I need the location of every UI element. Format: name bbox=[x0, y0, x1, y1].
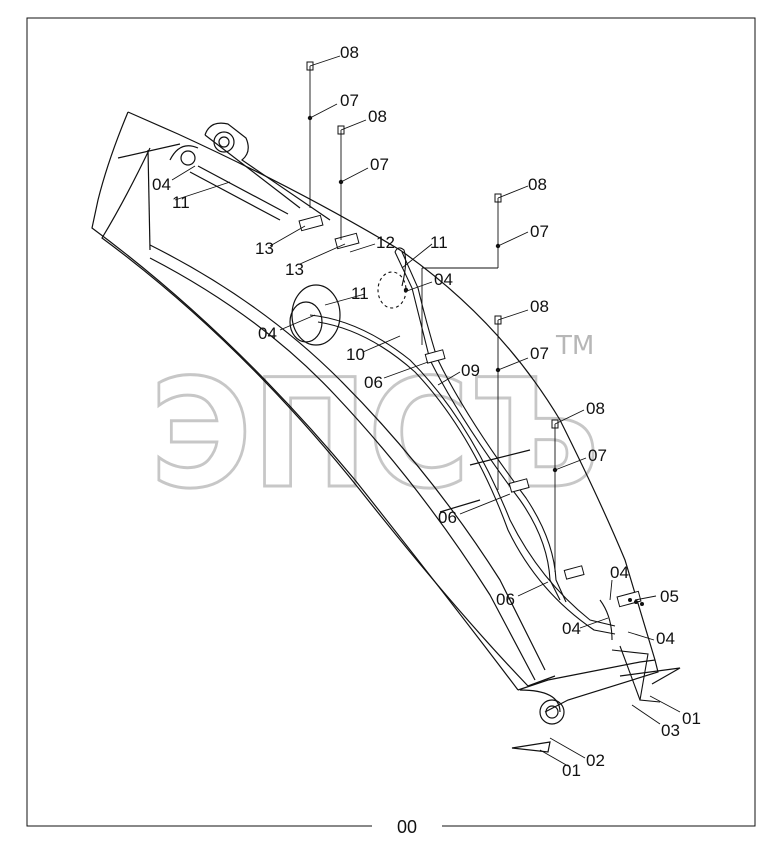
watermark-trademark: TM bbox=[555, 331, 594, 361]
callout-label: 13 bbox=[285, 260, 304, 279]
callout-label: 04 bbox=[562, 619, 581, 638]
callout-label: 06 bbox=[438, 508, 457, 527]
callout-label: 06 bbox=[496, 590, 515, 609]
callout-label: 04 bbox=[610, 563, 629, 582]
callout-label: 10 bbox=[346, 345, 365, 364]
callout-label: 02 bbox=[586, 751, 605, 770]
hydraulic-hoses bbox=[309, 247, 661, 703]
callout-label: 04 bbox=[656, 629, 675, 648]
callout-label: 13 bbox=[255, 239, 274, 258]
leader-lines bbox=[171, 55, 681, 767]
watermark-text: ЭПСЪ bbox=[150, 348, 600, 522]
callout-label: 08 bbox=[530, 297, 549, 316]
callout-label: 07 bbox=[530, 222, 549, 241]
callout-labels: 08 07 08 07 04 11 08 07 13 12 11 13 04 1… bbox=[152, 43, 701, 780]
callout-label: 08 bbox=[586, 399, 605, 418]
callout-label: 08 bbox=[368, 107, 387, 126]
cylinder-bracket bbox=[169, 122, 331, 221]
callout-label: 07 bbox=[588, 446, 607, 465]
side-boss bbox=[289, 284, 341, 346]
callout-label: 05 bbox=[660, 587, 679, 606]
callout-label: 08 bbox=[340, 43, 359, 62]
callout-label: 07 bbox=[340, 91, 359, 110]
callout-label: 09 bbox=[461, 361, 480, 380]
callout-label: 06 bbox=[364, 373, 383, 392]
callout-label: 11 bbox=[430, 233, 448, 252]
hose-clamps bbox=[298, 214, 642, 608]
callout-label: 08 bbox=[528, 175, 547, 194]
callout-label: 04 bbox=[434, 270, 453, 289]
footer-label: 00 bbox=[397, 817, 417, 837]
callout-label: 01 bbox=[682, 709, 701, 728]
callout-label: 12 bbox=[376, 233, 395, 252]
callout-label: 11 bbox=[351, 284, 369, 303]
callout-label: 04 bbox=[258, 324, 277, 343]
callout-label: 04 bbox=[152, 175, 171, 194]
callout-label: 03 bbox=[661, 721, 680, 740]
boom-body bbox=[91, 111, 681, 753]
part-markers bbox=[306, 61, 644, 606]
callout-label: 11 bbox=[172, 193, 190, 212]
callout-label: 07 bbox=[530, 344, 549, 363]
footer-gap bbox=[372, 818, 442, 834]
callout-label: 01 bbox=[562, 761, 581, 780]
callout-label: 07 bbox=[370, 155, 389, 174]
watermark: ЭПСЪ TM bbox=[149, 331, 602, 524]
